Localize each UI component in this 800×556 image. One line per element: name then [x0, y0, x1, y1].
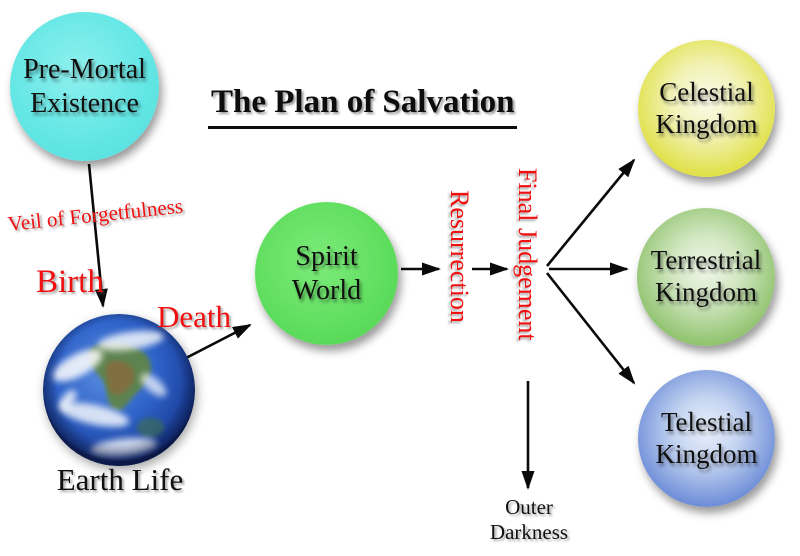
node-pre-mortal-existence: Pre-Mortal Existence — [10, 12, 159, 161]
label-veil-of-forgetfulness: Veil of Forgetfulness — [6, 193, 185, 236]
arrow-judgement-telestial — [545, 272, 636, 385]
label-line: Outer — [505, 495, 553, 519]
node-label-line: Kingdom — [655, 438, 758, 469]
node-label-line: Terrestrial — [650, 245, 762, 276]
node-spirit-world: Spirit World — [255, 202, 398, 345]
label-line: Darkness — [489, 519, 569, 544]
label-earth-life: Earth Life — [56, 462, 184, 497]
node-label: Spirit World — [292, 240, 361, 306]
node-label-line: Telestial — [660, 406, 753, 437]
node-label-line: Spirit — [295, 241, 358, 273]
label-resurrection: Resurrection — [444, 190, 474, 323]
node-label-line: Celestial — [659, 76, 754, 107]
page-title: The Plan of Salvation — [208, 84, 518, 129]
arrow-judgement-celestial — [545, 158, 636, 267]
label-outer-darkness: Outer Darkness — [477, 495, 581, 545]
node-label: Terrestrial Kingdom — [651, 245, 762, 309]
label-final-judgement: Final Judgement — [512, 168, 542, 341]
label-birth: Birth — [36, 264, 104, 300]
node-label-line: Kingdom — [654, 277, 757, 307]
node-label-line: Kingdom — [655, 108, 758, 139]
node-label-line: Existence — [30, 87, 139, 119]
earth-globe — [42, 313, 196, 467]
earth-image — [42, 313, 196, 467]
node-terrestrial-kingdom: Terrestrial Kingdom — [637, 208, 775, 346]
node-label-line: World — [291, 274, 362, 306]
node-label-line: Pre-Mortal — [23, 54, 146, 86]
node-celestial-kingdom: Celestial Kingdom — [638, 40, 775, 177]
node-telestial-kingdom: Telestial Kingdom — [638, 370, 775, 507]
label-death: Death — [157, 299, 232, 334]
node-label: Celestial Kingdom — [655, 77, 757, 141]
node-label: Pre-Mortal Existence — [23, 53, 146, 119]
node-label: Telestial Kingdom — [655, 407, 757, 471]
